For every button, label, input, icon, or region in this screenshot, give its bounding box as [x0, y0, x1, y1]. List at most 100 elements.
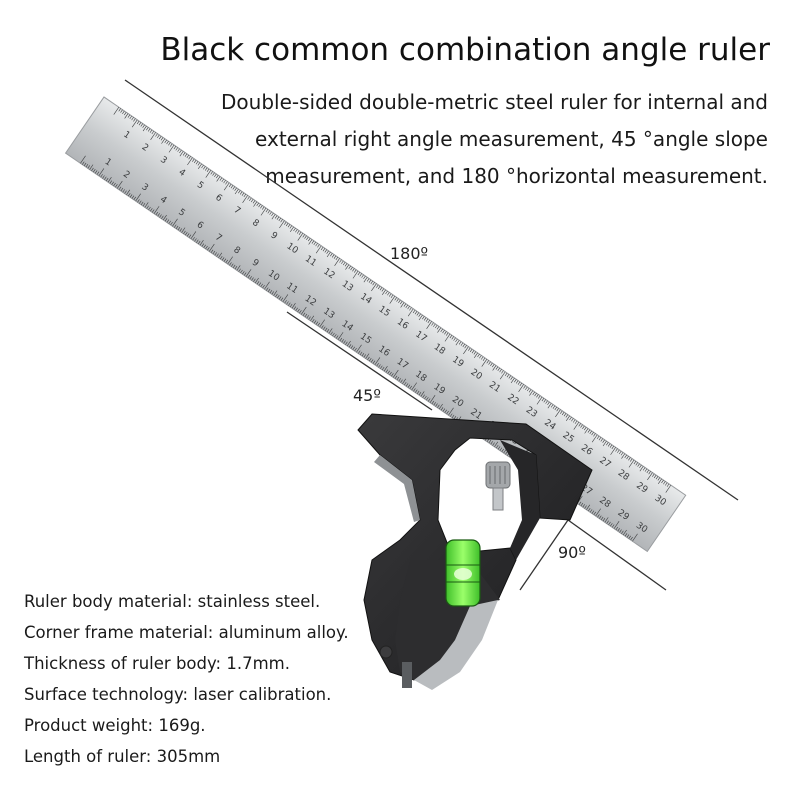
ruler-tick: [258, 282, 262, 286]
ruler-tick: [288, 302, 291, 306]
ruler-tick: [607, 443, 611, 447]
ruler-tick: [628, 535, 631, 539]
ruler-tick: [451, 414, 455, 418]
ruler-tick: [245, 269, 252, 277]
ruler-tick: [415, 389, 418, 393]
ruler-ticks-top: [113, 106, 672, 493]
steel-ruler: 1234567891011121314151617181920212223242…: [64, 96, 687, 553]
ruler-tick: [323, 326, 326, 330]
ruler-tick: [630, 536, 633, 541]
ruler-number: 9: [250, 258, 261, 270]
ruler-tick: [471, 350, 475, 354]
ruler-tick: [563, 413, 567, 417]
ruler-tick: [333, 255, 337, 259]
ruler-tick: [613, 521, 620, 529]
ruler-tick: [398, 299, 401, 303]
ruler-tick: [234, 188, 239, 195]
ruler-tick: [435, 403, 438, 407]
ruler-number: 9: [269, 230, 280, 242]
ruler-tick: [298, 231, 302, 235]
ruler-tick: [273, 290, 278, 296]
ruler-tick: [260, 207, 267, 216]
ruler-tick: [462, 343, 466, 348]
ruler-tick: [133, 118, 136, 122]
ruler-tick: [308, 239, 313, 245]
ruler-tick: [250, 198, 254, 203]
ruler-tick: [113, 106, 120, 115]
ruler-tick: [363, 275, 366, 280]
ruler-tick: [488, 361, 491, 365]
ruler-tick: [573, 421, 580, 430]
ruler-tick: [409, 307, 412, 311]
ruler-tick: [543, 399, 546, 403]
ruler-tick: [444, 333, 451, 342]
ruler-tick: [611, 445, 615, 450]
ruler-tick: [633, 461, 637, 465]
ruler-tick: [150, 132, 156, 140]
ruler-tick: [376, 363, 379, 367]
ruler-tick: [201, 243, 205, 247]
product-description: Double-sided double-metric steel ruler f…: [208, 84, 768, 195]
ruler-tick: [418, 314, 423, 321]
ruler-tick: [488, 439, 492, 444]
ruler-tick: [561, 411, 565, 416]
ruler-tick: [260, 283, 263, 287]
ruler-tick: [149, 129, 153, 133]
ruler-tick: [289, 225, 293, 229]
ruler-tick: [644, 468, 648, 472]
ruler-tick: [536, 396, 543, 405]
ruler-tick: [247, 196, 250, 200]
ruler-tick: [170, 221, 173, 226]
ruler-tick: [378, 364, 381, 368]
ruler-tick: [321, 325, 324, 329]
ruler-tick: [210, 171, 213, 175]
ruler-tick: [195, 161, 199, 165]
ruler-tick: [175, 225, 179, 229]
ruler-tick: [80, 155, 86, 164]
ruler-tick: [374, 357, 381, 366]
ruler-tick: [212, 172, 215, 176]
ruler-number: 3: [139, 182, 149, 193]
ruler-tick: [230, 185, 234, 189]
ruler-tick: [595, 508, 601, 517]
ruler-tick: [236, 265, 241, 271]
ruler-tick: [115, 184, 118, 188]
ruler-tick: [554, 406, 558, 411]
ruler-tick: [396, 376, 400, 381]
ruler-tick: [179, 228, 183, 232]
ruler-tick: [194, 238, 197, 242]
ruler-tick: [584, 428, 589, 434]
ruler-tick: [122, 189, 125, 193]
ruler-tick: [287, 224, 291, 228]
ruler-tick: [357, 272, 361, 276]
ruler-tick: [225, 259, 229, 263]
ruler-tick: [597, 514, 600, 518]
ruler-tick: [434, 324, 438, 329]
ruler-tick: [482, 357, 486, 361]
ruler-tick: [550, 404, 554, 408]
ruler-tick: [140, 123, 144, 127]
ruler-tick: [348, 265, 351, 269]
ruler-tick: [361, 274, 364, 278]
ruler-tick: [418, 313, 421, 317]
ruler-tick: [536, 394, 539, 398]
ruler-tick: [580, 502, 584, 507]
ruler-tick: [437, 327, 442, 333]
ruler-tick: [196, 239, 199, 243]
ruler-tick: [370, 280, 374, 285]
ruler-tick: [214, 173, 217, 178]
ruler-tick: [413, 388, 416, 392]
ruler-tick: [275, 293, 278, 297]
ruler-tick: [369, 358, 372, 362]
ruler-tick: [136, 120, 140, 125]
ruler-tick: [510, 377, 515, 384]
ruler-tick: [589, 430, 592, 435]
ruler-tick: [343, 340, 346, 344]
ruler-tick: [104, 176, 107, 180]
ruler-tick: [182, 152, 186, 156]
ruler-tick: [480, 356, 484, 360]
ruler-tick: [344, 263, 348, 267]
ruler-tick: [411, 382, 417, 391]
ruler-tick: [93, 169, 96, 173]
ruler-tick: [168, 220, 171, 224]
